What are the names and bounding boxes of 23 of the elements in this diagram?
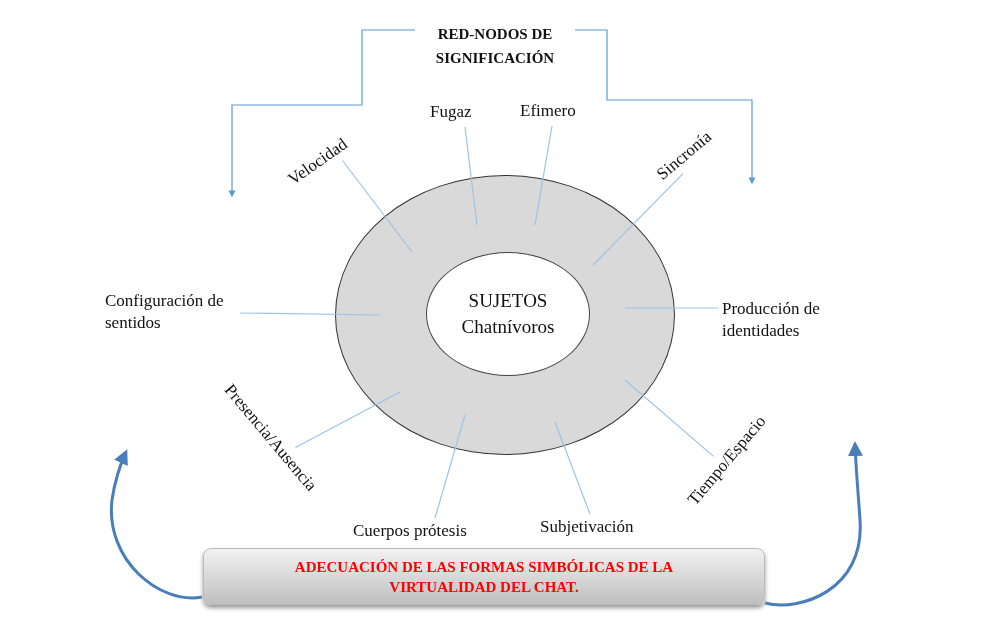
center-ellipse: SUJETOS Chatnívoros (426, 252, 590, 376)
term-label: Configuración de sentidos (105, 290, 235, 338)
banner-box: ADECUACIÓN DE LAS FORMAS SIMBÓLICAS DE LA VIRTUALIDAD DEL CHAT. (203, 548, 765, 605)
leader-line (239, 312, 381, 316)
leader-line (624, 307, 719, 309)
leader-line (341, 159, 413, 253)
leader-line (294, 391, 401, 449)
leader-line (624, 379, 715, 457)
leader-line (592, 173, 684, 266)
leader-line (464, 126, 478, 226)
term-label: Efimero (520, 100, 595, 124)
term-label: Producción de identidades (722, 298, 852, 346)
leader-line (434, 414, 466, 519)
curved-arrow (764, 441, 863, 607)
arrow (228, 29, 416, 198)
term-label: Subjetivación (540, 516, 658, 540)
leader-line (534, 125, 553, 226)
term-label: Cuerpos prótesis (353, 520, 498, 544)
leader-line (554, 421, 591, 515)
curved-arrow (110, 449, 203, 600)
term-label: Fugaz (430, 101, 486, 125)
arrow (574, 29, 756, 185)
diagram-title: RED-NODOS DE SIGNIFICACIÓN (415, 22, 575, 70)
